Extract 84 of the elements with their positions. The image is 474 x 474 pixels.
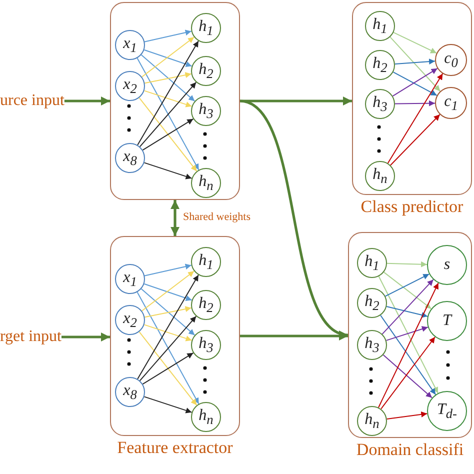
neuron-circle: x$_{2}$ bbox=[115, 305, 145, 335]
arrow bbox=[144, 283, 192, 302]
arrow bbox=[386, 306, 428, 318]
neuron-circle: h$_{2}$ bbox=[357, 288, 387, 318]
neuron-circle: h$_{2}$ bbox=[365, 50, 395, 80]
arrow bbox=[64, 96, 110, 106]
neuron-circle: c$_{0}$ bbox=[435, 44, 467, 76]
arrow bbox=[394, 58, 436, 65]
neuron-circle: s bbox=[427, 245, 467, 285]
neuron-circle: x$_{2}$ bbox=[115, 71, 145, 101]
neuron-circle: x$_{8}$ bbox=[115, 377, 145, 407]
arrow bbox=[137, 40, 199, 146]
arrow bbox=[386, 326, 428, 341]
arrow bbox=[140, 54, 196, 102]
arrow bbox=[394, 100, 436, 106]
neuron-circle: h$_{2}$ bbox=[191, 290, 221, 320]
arrow bbox=[144, 306, 192, 318]
arrow bbox=[61, 332, 110, 342]
arrow bbox=[240, 100, 348, 337]
neuron-circle: h$_{1}$ bbox=[191, 13, 221, 43]
arrow bbox=[144, 396, 192, 414]
arrow bbox=[170, 200, 180, 236]
arrow bbox=[386, 411, 428, 420]
arrow bbox=[382, 354, 432, 398]
arrow bbox=[144, 162, 192, 180]
arrow bbox=[141, 36, 195, 78]
neuron-circle: h$_{n}$ bbox=[365, 161, 395, 191]
arrow bbox=[390, 114, 440, 166]
arrow bbox=[142, 118, 194, 151]
arrow bbox=[240, 96, 352, 106]
neuron-circle: h$_{3}$ bbox=[191, 330, 221, 360]
arrow bbox=[240, 332, 348, 340]
arrow bbox=[137, 274, 199, 380]
arrow bbox=[139, 82, 197, 148]
arrow bbox=[383, 272, 432, 310]
arrow bbox=[144, 264, 192, 276]
arrow bbox=[390, 36, 441, 92]
arrow bbox=[144, 49, 192, 68]
neuron-circle: x$_{8}$ bbox=[115, 143, 145, 173]
panel-title: Class predictor bbox=[360, 197, 464, 217]
input-label: rget input bbox=[0, 327, 62, 347]
arrow bbox=[138, 97, 198, 172]
neuron-circle: h$_{1}$ bbox=[365, 11, 395, 41]
arrow bbox=[136, 292, 200, 404]
panel-box bbox=[110, 2, 240, 200]
arrow bbox=[378, 282, 439, 408]
neuron-circle: h$_{3}$ bbox=[365, 89, 395, 119]
arrow bbox=[380, 314, 436, 396]
neuron-circle: h$_{1}$ bbox=[191, 247, 221, 277]
arrow bbox=[144, 72, 192, 84]
neuron-circle: c$_{1}$ bbox=[435, 87, 467, 119]
arrow bbox=[393, 32, 438, 54]
neuron-circle: h$_{n}$ bbox=[191, 168, 221, 198]
arrow bbox=[387, 73, 444, 164]
neuron-circle: x$_{1}$ bbox=[115, 264, 145, 294]
neuron-circle: h$_{3}$ bbox=[191, 96, 221, 126]
arrow bbox=[142, 352, 194, 385]
arrow bbox=[378, 276, 438, 394]
arrow bbox=[382, 279, 434, 335]
arrow bbox=[144, 90, 192, 108]
neuron-circle: h$_{n}$ bbox=[357, 406, 387, 436]
neuron-circle: x$_{1}$ bbox=[115, 30, 145, 60]
edge-label: Shared weights bbox=[183, 211, 251, 224]
panel-title: Domain classifi bbox=[356, 440, 464, 460]
arrow bbox=[141, 270, 195, 312]
arrow bbox=[392, 72, 438, 96]
neuron-circle: h$_{n}$ bbox=[191, 402, 221, 432]
arrow bbox=[136, 58, 200, 170]
arrow bbox=[386, 261, 428, 268]
arrow bbox=[140, 288, 196, 336]
arrow bbox=[392, 68, 438, 97]
panel-title: Feature extractor bbox=[117, 438, 233, 458]
arrow bbox=[144, 324, 192, 342]
neuron-circle: T bbox=[427, 301, 467, 341]
input-label: urce input bbox=[0, 91, 64, 111]
arrow bbox=[139, 316, 197, 382]
arrow bbox=[138, 331, 198, 406]
arrow bbox=[384, 274, 430, 297]
arrow bbox=[380, 336, 436, 410]
neuron-circle: T$_{d-}$ bbox=[427, 391, 467, 431]
neuron-circle: h$_{2}$ bbox=[191, 56, 221, 86]
arrow bbox=[144, 30, 192, 42]
neuron-circle: h$_{3}$ bbox=[357, 330, 387, 360]
neuron-circle: h$_{1}$ bbox=[357, 248, 387, 278]
